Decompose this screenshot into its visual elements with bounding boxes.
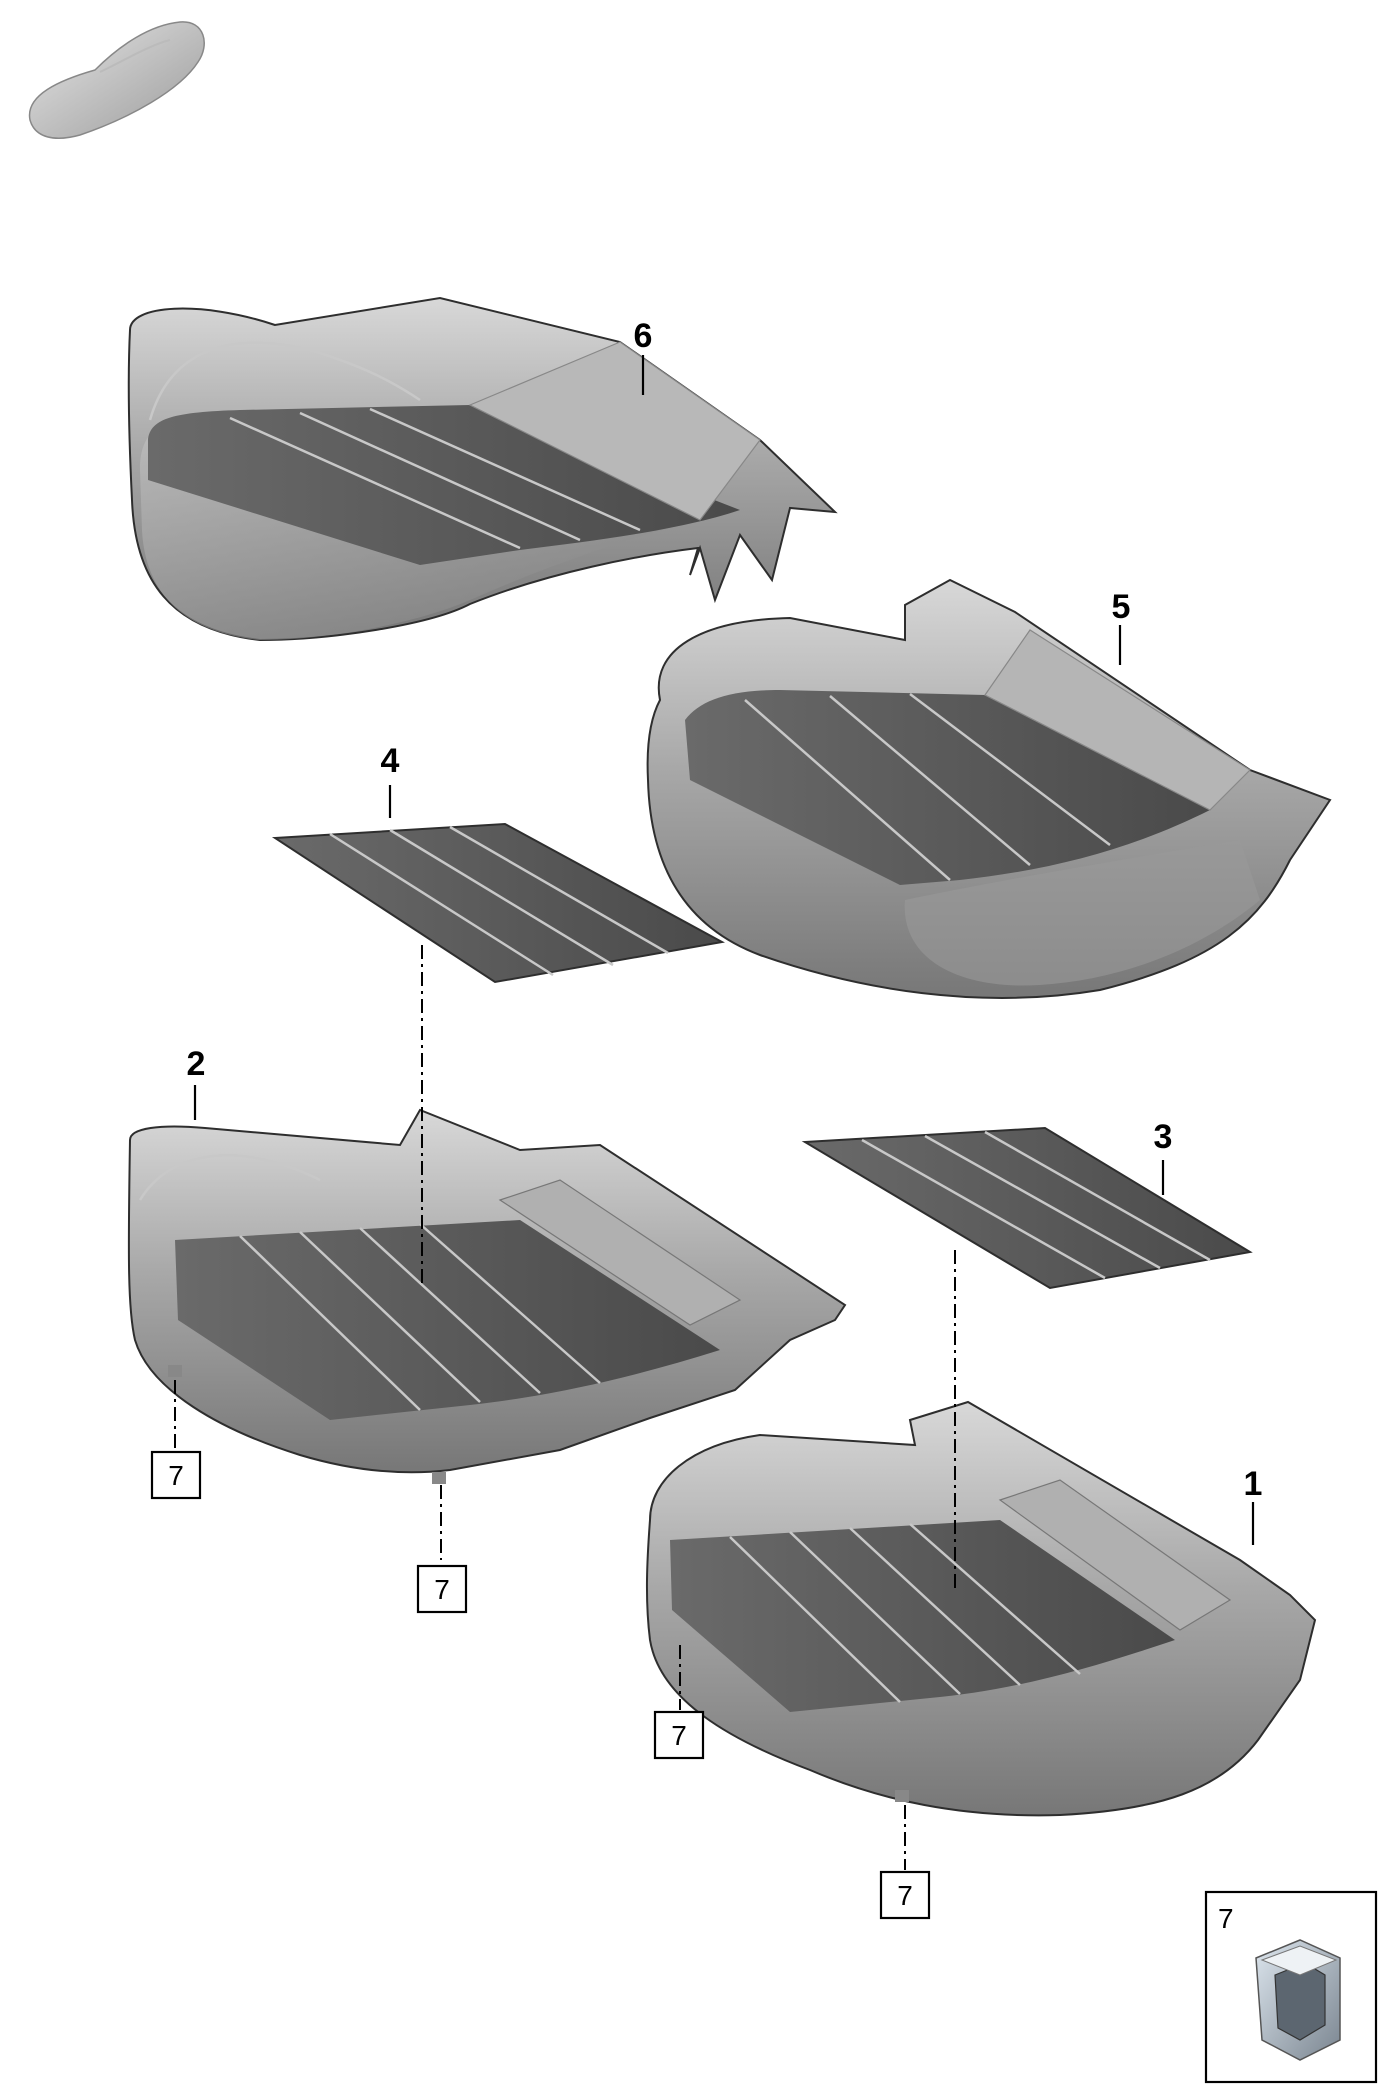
panel-part-3 [801,1126,1253,1290]
reference-box-b: 7 [416,1564,468,1614]
reference-box-label: 7 [434,1574,450,1605]
seat-cushion-part-1 [645,1400,1317,1817]
reference-box-label: 7 [897,1880,913,1911]
seat-cushion-part-2 [127,1108,847,1484]
car-silhouette-icon [28,21,205,139]
reference-box-label: 7 [671,1720,687,1751]
inset-part-7: 7 [1204,1890,1378,2084]
callout-part-6: 6 [634,317,653,355]
reference-box-label: 7 [168,1460,184,1491]
reference-box-a: 7 [150,1450,202,1500]
seat-cover-part-5 [646,578,1332,999]
callout-part-3: 3 [1154,1118,1173,1156]
seat-cover-part-6 [127,296,838,642]
reference-box-d: 7 [879,1870,931,1920]
callout-part-4: 4 [381,742,400,780]
reference-box-c: 7 [653,1710,705,1760]
seat-clip-icon [1255,1939,1341,2061]
inset-label: 7 [1218,1903,1234,1934]
callout-part-1: 1 [1244,1465,1263,1503]
callout-leaders [193,355,1255,1545]
callout-part-2: 2 [187,1045,206,1083]
assembly-lines [174,945,956,1870]
panel-part-4 [271,822,725,984]
callout-part-5: 5 [1112,588,1131,626]
